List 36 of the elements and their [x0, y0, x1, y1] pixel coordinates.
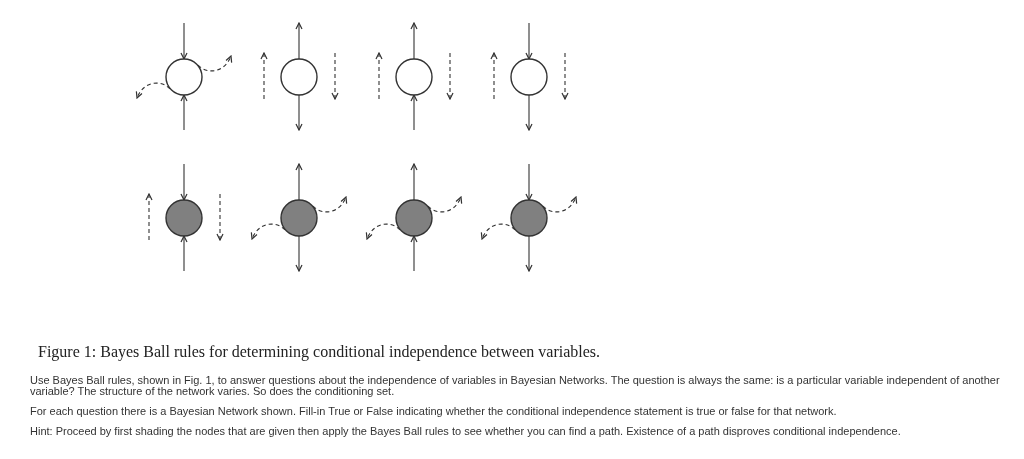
arrow — [180, 22, 188, 60]
arrow — [295, 94, 303, 131]
paragraph: Hint: Proceed by first shading the nodes that are given then apply the Bayes Ball rules to see whether you can find a path. Existence of a path disproves conditional independence. — [30, 426, 902, 437]
arrow — [525, 94, 533, 131]
arrow — [410, 235, 418, 272]
arrow — [180, 163, 188, 201]
hollow-circle — [395, 58, 433, 96]
shaded-circle — [165, 199, 203, 237]
arrow — [295, 163, 303, 201]
arrow — [410, 94, 418, 131]
arrow — [295, 235, 303, 272]
dashed-arrow — [312, 196, 347, 213]
figure-caption: Figure 1: Bayes Ball rules for determining conditional independence between variables. — [38, 343, 601, 361]
arrow — [525, 235, 533, 272]
dashed-arrow — [197, 55, 232, 72]
arrow — [525, 22, 533, 60]
dashed-arrow — [427, 196, 462, 213]
shaded-circle — [280, 199, 318, 237]
dashed-arrow — [136, 82, 171, 99]
dashed-arrow — [366, 223, 401, 240]
arrow — [410, 22, 418, 60]
shaded-circle — [510, 199, 548, 237]
dashed-arrow — [542, 196, 577, 213]
shaded-circle — [395, 199, 433, 237]
hollow-circle — [510, 58, 548, 96]
arrow — [410, 163, 418, 201]
arrow — [525, 163, 533, 201]
paragraph: For each question there is a Bayesian Network shown. Fill-in True or False indicating whether the conditional independence statement is true or false for that network. — [30, 406, 838, 417]
dashed-arrow — [251, 223, 286, 240]
paragraph: Use Bayes Ball rules, shown in Fig. 1, to answer questions about the independence of variables in Bayesian Networks. The question is always the same: is a particular variable independent of another variable? The structure of the network varies. So does the conditioning set. — [30, 375, 1001, 397]
arrow — [180, 235, 188, 272]
dashed-arrow — [481, 223, 516, 240]
hollow-circle — [280, 58, 318, 96]
arrow — [180, 94, 188, 131]
hollow-circle — [165, 58, 203, 96]
arrow — [295, 22, 303, 60]
